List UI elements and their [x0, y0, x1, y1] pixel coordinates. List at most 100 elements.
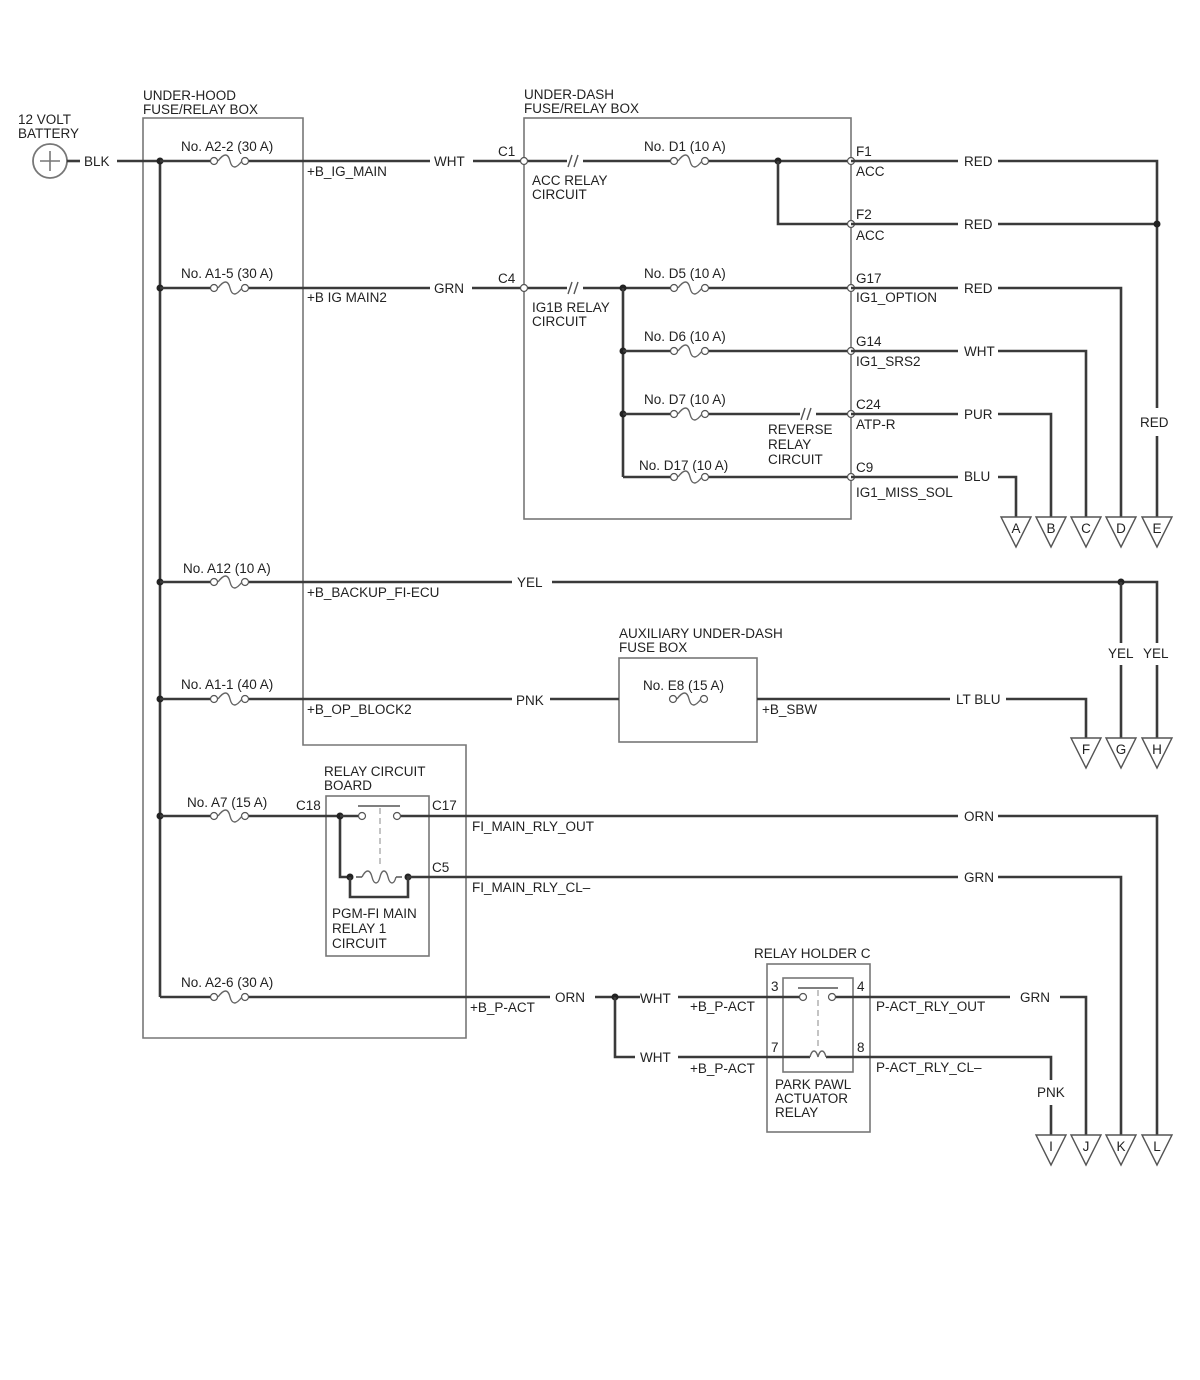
circuit-acc-relay-2: CIRCUIT — [532, 187, 587, 202]
connector-label: K — [1116, 1139, 1125, 1154]
connector-label: G — [1116, 742, 1127, 757]
fuse-icon — [209, 281, 250, 295]
row-ig-main — [156, 154, 524, 168]
fuse-a2-2-label: No. A2-2 (30 A) — [181, 139, 273, 154]
circuit-pgm-1: PGM-FI MAIN — [332, 906, 417, 921]
wire-color-yel-g: YEL — [1108, 646, 1134, 661]
circuit-ig1-srs2: IG1_SRS2 — [856, 354, 921, 369]
wire-color-wht-g14: WHT — [964, 344, 995, 359]
under-hood-box-label-2: FUSE/RELAY BOX — [143, 102, 258, 117]
fuse-a1-1-label: No. A1-1 (40 A) — [181, 677, 273, 692]
terminal-c18: C18 — [296, 798, 321, 813]
terminal-c9: C9 — [856, 460, 873, 475]
terminal-g14: G14 — [856, 334, 882, 349]
under-hood-box-label-1: UNDER-HOOD — [143, 88, 236, 103]
circuit-p-act-rly-cl: P-ACT_RLY_CL– — [876, 1060, 982, 1075]
row-p-act — [160, 990, 640, 1004]
circuit-park-3: RELAY — [775, 1105, 818, 1120]
connector-f: F — [1069, 737, 1103, 770]
wire-color-red-g17: RED — [964, 281, 993, 296]
fuse-icon — [209, 154, 250, 168]
circuit-atp-r: ATP-R — [856, 417, 896, 432]
relay-board-label-2: BOARD — [324, 778, 372, 793]
connector-label: E — [1152, 521, 1161, 536]
under-dash-box-label-2: FUSE/RELAY BOX — [524, 101, 639, 116]
terminal-c4: C4 — [498, 271, 516, 286]
circuit-ig1-miss-sol: IG1_MISS_SOL — [856, 485, 953, 500]
fuse-e8-label: No. E8 (15 A) — [643, 678, 724, 693]
pgm-fi-main-relay-icon — [336, 805, 958, 899]
circuit-pgm-3: CIRCUIT — [332, 936, 387, 951]
circuit-ig1-option: IG1_OPTION — [856, 290, 937, 305]
circuit-b-p-act-3: +B_P-ACT — [690, 999, 755, 1014]
circuit-b-sbw: +B_SBW — [762, 702, 817, 717]
connector-c: C — [1069, 516, 1103, 549]
relay-board-label-1: RELAY CIRCUIT — [324, 764, 426, 779]
under-hood-fuse-relay-box — [142, 117, 467, 1039]
terminal-c5: C5 — [432, 860, 449, 875]
wire-color-wht-7: WHT — [640, 1050, 671, 1065]
wire-color-pnk-1: PNK — [516, 693, 544, 708]
park-pawl-relay-wiring — [611, 987, 1088, 1135]
connector-b: B — [1034, 516, 1068, 549]
connector-label: H — [1152, 742, 1162, 757]
connector-d: D — [1104, 516, 1138, 549]
connector-l: L — [1140, 1134, 1174, 1167]
battery-label-2: BATTERY — [18, 126, 79, 141]
outputs-a-to-e — [851, 159, 1161, 517]
fuse-d6-label: No. D6 (10 A) — [644, 329, 726, 344]
under-dash-wiring — [519, 154, 856, 484]
connector-i: I — [1034, 1134, 1068, 1167]
wire-color-yel-h: YEL — [1143, 646, 1169, 661]
terminal-c17: C17 — [432, 798, 457, 813]
circuit-b-ig-main2: +B IG MAIN2 — [307, 290, 387, 305]
wire-color-yel-1: YEL — [517, 575, 543, 590]
circuit-ig1b-relay-1: IG1B RELAY — [532, 300, 610, 315]
circuit-b-op-block2: +B_OP_BLOCK2 — [307, 702, 412, 717]
relay-holder-label: RELAY HOLDER C — [754, 946, 871, 961]
under-dash-box-label-1: UNDER-DASH — [524, 87, 614, 102]
fuse-a7-label: No. A7 (15 A) — [187, 795, 267, 810]
connector-a: A — [999, 516, 1033, 549]
connector-label: C — [1081, 521, 1091, 536]
circuit-park-2: ACTUATOR — [775, 1091, 848, 1106]
terminal-4: 4 — [857, 979, 865, 994]
relay-holder-c-inner — [782, 977, 854, 1073]
connector-h: H — [1140, 737, 1174, 770]
connector-k: K — [1104, 1134, 1138, 1167]
battery-icon — [32, 143, 68, 179]
connector-label: D — [1116, 521, 1126, 536]
connector-label: L — [1153, 1139, 1161, 1154]
terminal-c1: C1 — [498, 144, 515, 159]
fuse-a2-6-label: No. A2-6 (30 A) — [181, 975, 273, 990]
terminal-f1: F1 — [856, 144, 872, 159]
fuse-d5-label: No. D5 (10 A) — [644, 266, 726, 281]
wire-color-red-e: RED — [1140, 415, 1169, 430]
fuse-icon — [668, 692, 709, 706]
connector-g: G — [1104, 737, 1138, 770]
wire-color-orn-l: ORN — [964, 809, 994, 824]
wire-color-orn-1: ORN — [555, 990, 585, 1005]
battery-label-1: 12 VOLT — [18, 112, 71, 127]
wire-color-grn-1: GRN — [434, 281, 464, 296]
auxiliary-under-dash-fuse-box — [618, 657, 758, 743]
circuit-acc-1: ACC — [856, 164, 885, 179]
fuse-icon — [209, 692, 250, 706]
circuit-b-p-act-1: +B_P-ACT — [470, 1000, 535, 1015]
circuit-reverse-3: CIRCUIT — [768, 452, 823, 467]
wire-color-pur: PUR — [964, 407, 993, 422]
row-backup — [156, 575, 1159, 738]
connector-e: E — [1140, 516, 1174, 549]
fuse-d1-label: No. D1 (10 A) — [644, 139, 726, 154]
circuit-ig1b-relay-2: CIRCUIT — [532, 314, 587, 329]
row-fi-main — [156, 809, 340, 823]
connector-label: I — [1049, 1139, 1053, 1154]
circuit-reverse-1: REVERSE — [768, 422, 833, 437]
wire-color-red-f1: RED — [964, 154, 993, 169]
terminal-f2: F2 — [856, 207, 872, 222]
aux-box-label-2: FUSE BOX — [619, 640, 687, 655]
circuit-fi-main-rly-out: FI_MAIN_RLY_OUT — [472, 819, 594, 834]
under-dash-fuse-relay-box — [523, 117, 852, 520]
fuse-a12-label: No. A12 (10 A) — [183, 561, 271, 576]
